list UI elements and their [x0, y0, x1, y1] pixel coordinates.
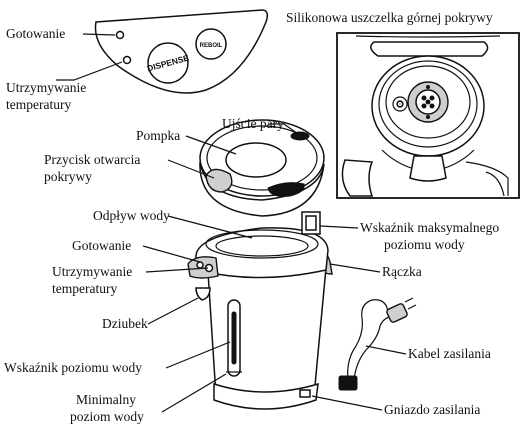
- label-lid-button-2: pokrywy: [44, 169, 92, 184]
- control-panel: DISPENSE REBOIL: [95, 10, 267, 93]
- label-max-level-2: poziomu wody: [384, 237, 465, 252]
- label-lid-button-1: Przycisk otwarcia: [44, 152, 140, 167]
- label-seal: Silikonowa uszczelka górnej pokrywy: [286, 10, 493, 25]
- leader-spout: [148, 298, 198, 324]
- label-keep-warm-1: Utrzymywanie: [52, 264, 132, 279]
- label-keep-warm-2: temperatury: [52, 281, 117, 296]
- label-boiling: Gotowanie: [72, 238, 131, 253]
- leader-power-socket: [312, 396, 382, 410]
- reboil-button-label: REBOIL: [200, 43, 223, 49]
- water-level-gauge: [232, 312, 236, 364]
- pot-body: [208, 268, 326, 403]
- power-socket: [300, 390, 310, 397]
- lid: [200, 120, 324, 216]
- boiling-indicator-light: [117, 32, 124, 39]
- label-spout: Dziubek: [102, 316, 148, 331]
- label-pump: Pompka: [136, 128, 180, 143]
- power-cable: [339, 298, 416, 390]
- label-power-socket: Gniazdo zasilania: [384, 402, 480, 417]
- label-panel-keep-warm-2: temperatury: [6, 97, 71, 112]
- label-drain: Odpływ wody: [93, 208, 170, 223]
- power-cable-plug: [386, 303, 408, 323]
- label-panel-keep-warm-1: Utrzymywanie: [6, 80, 86, 95]
- label-max-level-1: Wskaźnik maksymalnego: [360, 220, 499, 235]
- leader-max-level: [320, 226, 358, 228]
- leader-handle: [330, 264, 380, 272]
- seal-lid-hinge: [410, 156, 446, 181]
- seal-inset: [337, 33, 519, 198]
- label-handle: Rączka: [382, 264, 422, 279]
- label-level-indicator: Wskaźnik poziomu wody: [4, 360, 142, 375]
- label-power-cable: Kabel zasilania: [408, 346, 491, 361]
- pump-cap: [226, 143, 286, 177]
- leader-drain: [168, 216, 252, 238]
- keep-warm-indicator-light: [124, 57, 131, 64]
- leader-boiling: [143, 246, 200, 262]
- label-panel-boiling: Gotowanie: [6, 26, 65, 41]
- leader-panel-keep-warm: [56, 62, 122, 80]
- power-cable-connector: [339, 376, 357, 390]
- leader-power-cable: [366, 346, 406, 354]
- label-min-level-1: Minimalny: [76, 392, 136, 407]
- label-min-level-2: poziom wody: [70, 409, 144, 424]
- pot: [188, 212, 332, 409]
